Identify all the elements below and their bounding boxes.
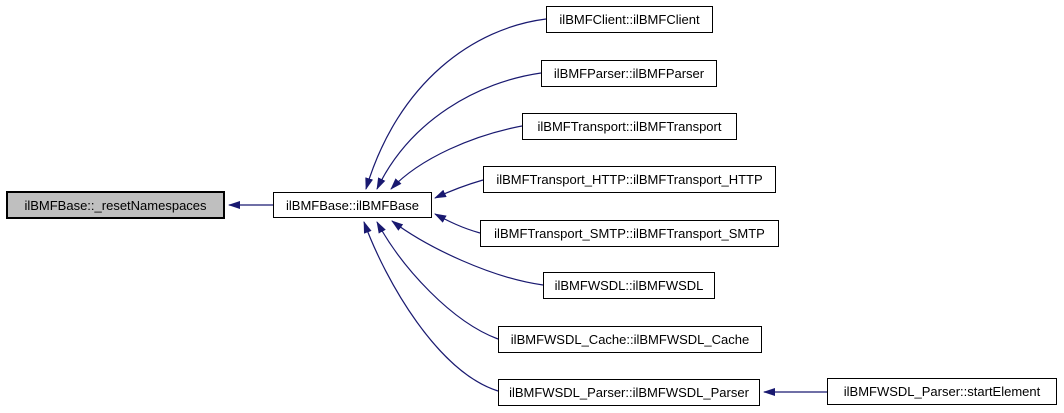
node-ilbmfclient-ilbmfclient[interactable]: ilBMFClient::ilBMFClient	[546, 6, 713, 33]
edge-transport-to-base	[390, 125, 523, 190]
node-ilbmftransport-http[interactable]: ilBMFTransport_HTTP::ilBMFTransport_HTTP	[483, 166, 776, 193]
edge-wsdl-cache-to-base	[376, 221, 499, 340]
node-ilbmfwsdl-ilbmfwsdl[interactable]: ilBMFWSDL::ilBMFWSDL	[543, 272, 715, 299]
edge-wsdl-parser-to-base	[363, 221, 499, 392]
node-ilbmftransport-smtp[interactable]: ilBMFTransport_SMTP::ilBMFTransport_SMTP	[480, 220, 779, 247]
node-ilbmfwsdl-parser[interactable]: ilBMFWSDL_Parser::ilBMFWSDL_Parser	[498, 379, 760, 406]
node-ilbmfbase-resetnamespaces: ilBMFBase::_resetNamespaces	[6, 191, 225, 219]
edge-parser-to-base	[376, 72, 542, 190]
node-ilbmftransport-ilbmftransport[interactable]: ilBMFTransport::ilBMFTransport	[522, 113, 737, 140]
edge-wsdl-to-base	[391, 220, 544, 286]
edge-client-to-base	[365, 18, 547, 190]
node-ilbmfparser-ilbmfparser[interactable]: ilBMFParser::ilBMFParser	[541, 60, 717, 87]
edge-transport-http-to-base	[434, 179, 484, 199]
node-ilbmfwsdl-parser-startelement[interactable]: ilBMFWSDL_Parser::startElement	[827, 378, 1057, 405]
edge-transport-smtp-to-base	[434, 213, 481, 234]
node-ilbmfwsdl-cache[interactable]: ilBMFWSDL_Cache::ilBMFWSDL_Cache	[498, 326, 762, 353]
node-ilbmfbase-ilbmfbase[interactable]: ilBMFBase::ilBMFBase	[273, 192, 432, 218]
